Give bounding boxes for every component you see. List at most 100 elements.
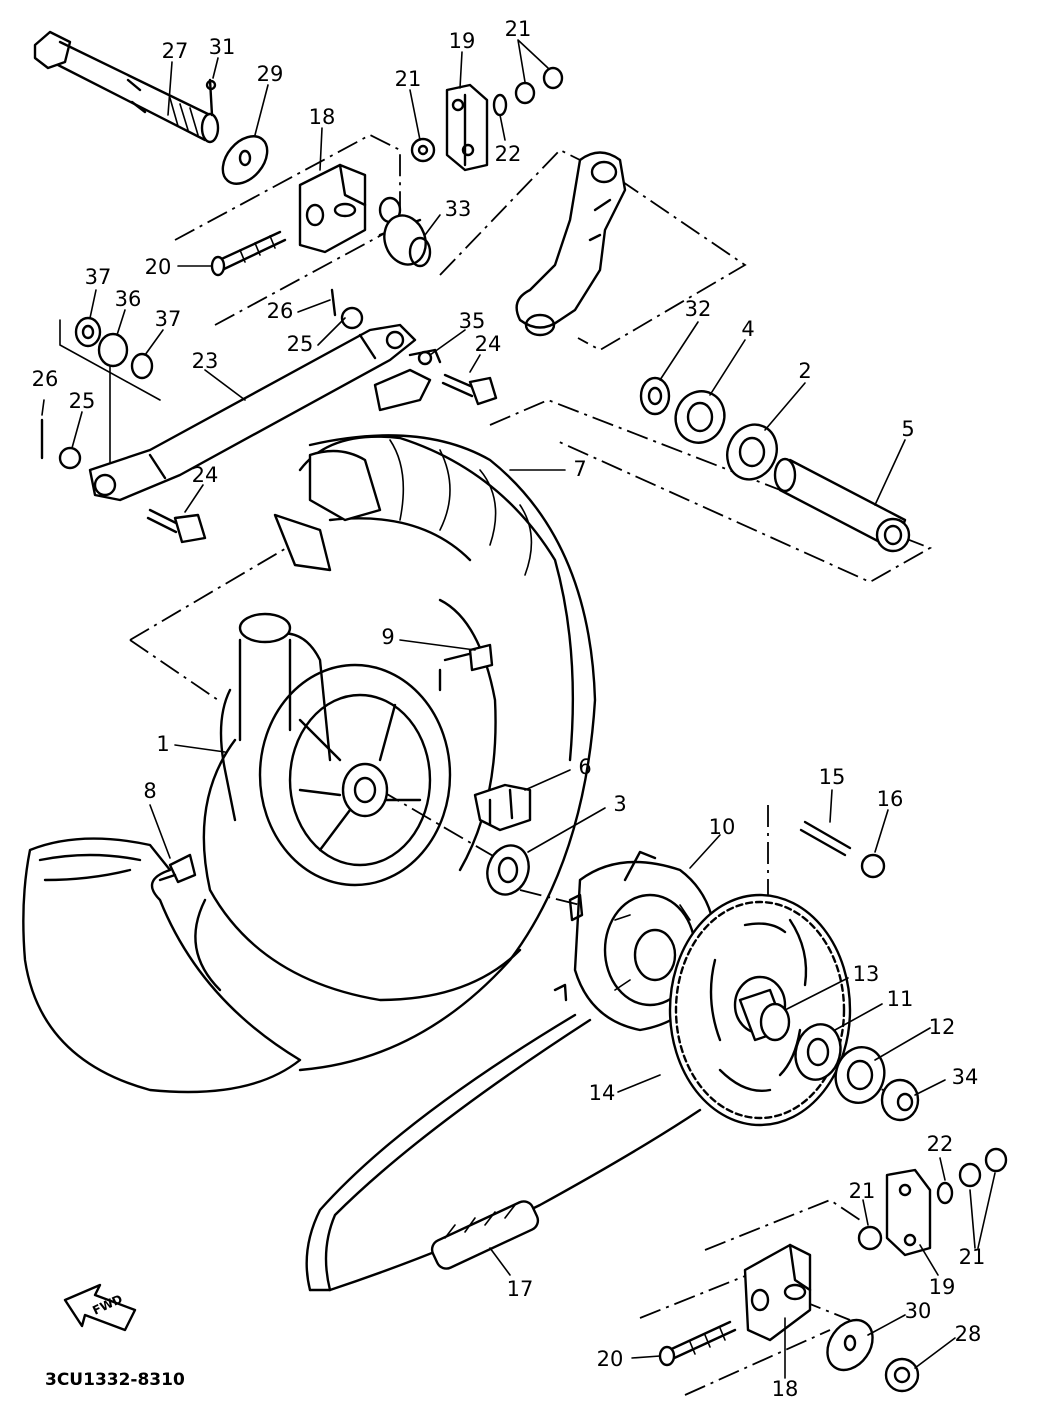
nut-21-pair-lower [958,1147,1008,1188]
axle-5 [773,457,911,553]
callout-23: 23 [192,349,219,373]
callout-6: 6 [578,755,591,779]
callout-21-topright: 21 [505,17,532,41]
adjuster-bolt-20 [210,230,287,277]
callout-9: 9 [381,625,394,649]
washer-22-top [492,93,508,117]
assembly-guide-lines [59,133,933,1396]
nut-25-upper [340,306,364,330]
callout-37-left: 37 [85,265,112,289]
plate-19-lower [885,1168,932,1257]
callout-28: 28 [955,1322,982,1346]
collar-34 [880,1078,920,1122]
nut-16 [860,853,886,879]
callout-24-lower: 24 [192,463,219,487]
callout-18-lower: 18 [772,1377,799,1401]
collar-37-left [74,316,102,348]
bearing-4 [674,390,726,444]
collar-37-right [130,352,154,380]
callout-29: 29 [257,62,284,86]
callout-27: 27 [162,39,189,63]
drawing-code: 3CU1332-8310 [45,1370,185,1390]
callout-7: 7 [573,457,586,481]
washer-30 [826,1318,874,1372]
forward-arrow-icon: FWD [63,1283,137,1332]
callout-15: 15 [819,765,846,789]
callout-20-lower: 20 [597,1347,624,1371]
nut-21-lower [857,1225,883,1251]
callout-17: 17 [507,1277,534,1301]
nut-21-top [410,137,436,163]
leader-lines [41,39,996,1379]
bolt-24-lower [146,508,207,544]
callout-25-lower: 25 [69,389,96,413]
callout-25-upper: 25 [287,332,314,356]
drive-chain-17 [305,1013,702,1292]
bushing-36 [97,332,129,368]
callout-32: 32 [685,297,712,321]
oil-seal-12 [834,1046,886,1104]
bolt-24-upper [441,373,498,406]
washer-22-lower [936,1181,954,1205]
axle-nut-28 [884,1357,920,1393]
nut-25-lower [58,446,82,470]
collar-32 [639,376,671,416]
cotter-pin-26-upper [330,288,337,317]
rear-arm-bracket [515,151,627,337]
callout-22-top: 22 [495,142,522,166]
callout-11: 11 [887,987,914,1011]
callout-35: 35 [459,309,486,333]
callout-31: 31 [209,35,236,59]
adjuster-bolt-20-lower [658,1320,737,1367]
collar-33 [378,196,432,268]
nut-21-pair-top [514,66,564,105]
callout-33: 33 [445,197,472,221]
callout-37-right: 37 [155,307,182,331]
stud-bolt-15 [799,820,852,857]
rear-tire-7 [273,434,597,1072]
tire-section [22,837,302,1094]
callout-26-upper: 26 [267,299,294,323]
callout-13: 13 [853,962,880,986]
callout-34: 34 [952,1065,979,1089]
callout-8: 8 [143,779,156,803]
callout-19-lower: 19 [929,1275,956,1299]
callout-14: 14 [589,1081,616,1105]
callout-labels: 27 31 29 18 21 19 21 22 33 20 37 36 37 2… [32,17,986,1401]
callout-18-top: 18 [309,105,336,129]
plate-19-top [445,83,489,172]
callout-10: 10 [709,815,736,839]
callout-16: 16 [877,787,904,811]
cotter-pin-31 [205,78,217,117]
callout-30: 30 [905,1299,932,1323]
chain-adjuster-left [298,163,367,254]
clip-6 [473,783,532,832]
callout-1: 1 [156,732,169,756]
callout-36: 36 [115,287,142,311]
callout-24-upper: 24 [475,332,502,356]
bearing-3 [486,844,530,896]
valve-8 [158,853,197,884]
callout-12: 12 [929,1015,956,1039]
balance-weight-9 [468,643,494,672]
callout-4: 4 [741,317,754,341]
callout-22-lower: 22 [927,1132,954,1156]
callout-21-lower: 21 [849,1179,876,1203]
washer-29 [221,135,269,185]
collar-13 [738,988,791,1042]
bracket-35 [373,348,442,412]
bearing-2 [726,423,778,481]
callout-26-lower: 26 [32,367,59,391]
chain-adjuster-right [743,1243,812,1342]
callout-2: 2 [798,359,811,383]
bearing-11 [794,1023,842,1081]
callout-19-top: 19 [449,29,476,53]
callout-5: 5 [901,417,914,441]
rear-axle [33,30,220,144]
callout-20-top: 20 [145,255,172,279]
callout-3: 3 [613,792,626,816]
tension-bar-23 [88,323,417,502]
callout-21-top: 21 [395,67,422,91]
chain-link-section [430,1200,540,1270]
